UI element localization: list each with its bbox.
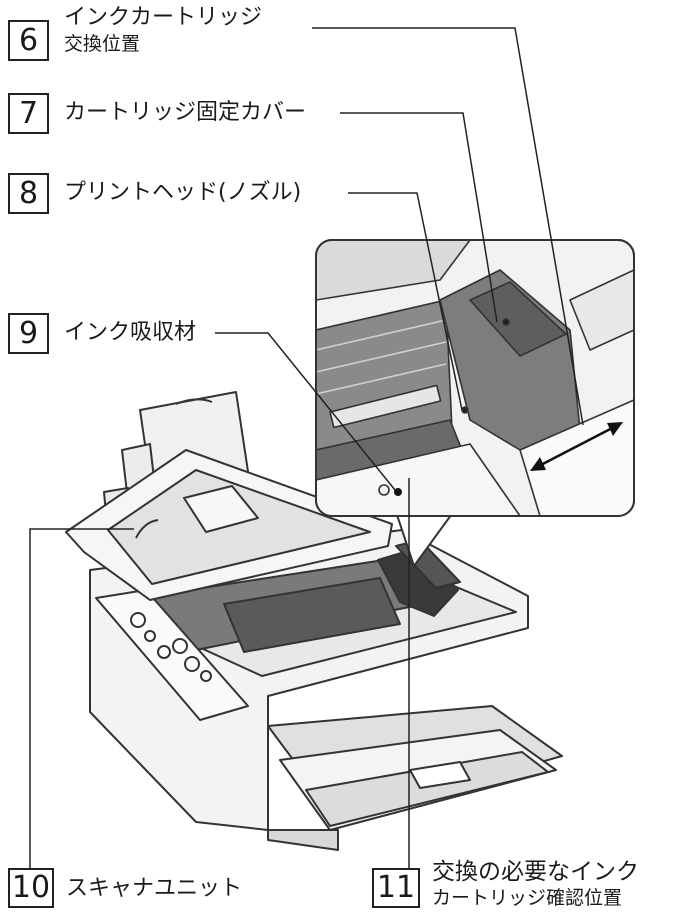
zoom-detail [315,239,635,517]
callout-8-label: プリントヘッド(ノズル) [64,180,302,205]
callout-11-number: 11 [372,868,420,908]
callout-6-label-line1: インクカートリッジ [64,5,263,30]
callout-11-label-line1: 交換の必要なインク [432,859,639,885]
callout-7-label: カートリッジ固定カバー [64,100,307,125]
callout-9-number: 9 [8,313,49,354]
callout-10-label: スキャナユニット [66,876,243,901]
callout-6-number: 6 [8,20,49,61]
callout-10-number: 10 [8,868,54,908]
callout-9-label: インク吸収材 [64,320,197,345]
callout-6-label-line2: 交換位置 [64,33,141,55]
leader-lines [29,27,584,868]
callout-8-number: 8 [8,173,49,214]
callout-7-number: 7 [8,93,49,134]
callout-11-label-line2: カートリッジ確認位置 [432,887,623,909]
printer-body [65,391,563,851]
